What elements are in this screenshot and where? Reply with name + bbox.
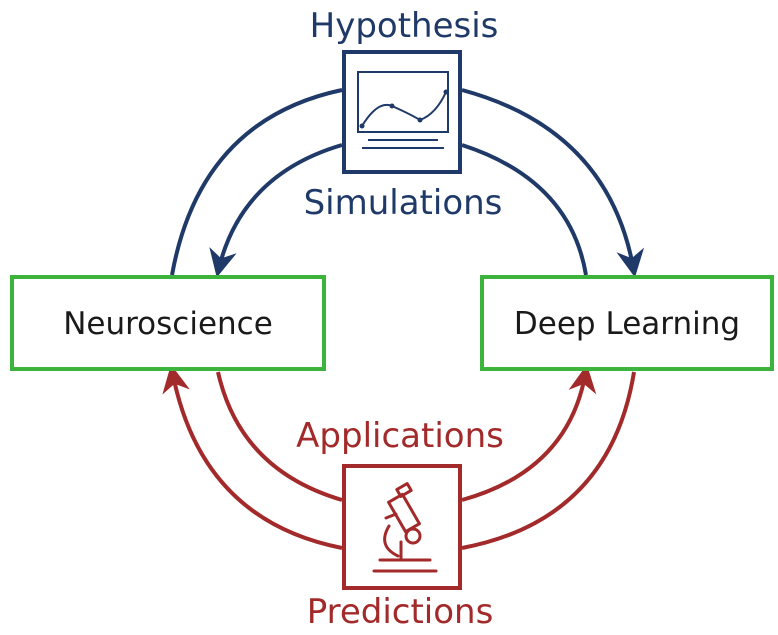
- hypothesis-label: Hypothesis: [310, 6, 499, 46]
- inner-arc-top-left: [209, 143, 343, 278]
- applications-label: Applications: [296, 416, 504, 456]
- predictions-label: Predictions: [307, 592, 494, 632]
- neuroscience-box: Neuroscience: [10, 275, 326, 371]
- line-chart-monitor-icon: [342, 50, 462, 174]
- inner-arc-top-right: [461, 143, 588, 276]
- microscope-icon: [342, 464, 462, 590]
- deep-learning-box: Deep Learning: [480, 275, 774, 371]
- outer-arc-top-left: [170, 88, 343, 276]
- outer-arc-bottom-left: [162, 364, 343, 550]
- inner-arc-bottom-right: [461, 364, 597, 502]
- outer-arc-top-right: [461, 88, 645, 278]
- simulations-label: Simulations: [304, 183, 503, 223]
- neuroscience-label: Neuroscience: [63, 306, 273, 342]
- inner-arc-bottom-left: [216, 371, 343, 502]
- outer-arc-bottom-right: [461, 371, 636, 550]
- deep-learning-label: Deep Learning: [514, 306, 740, 342]
